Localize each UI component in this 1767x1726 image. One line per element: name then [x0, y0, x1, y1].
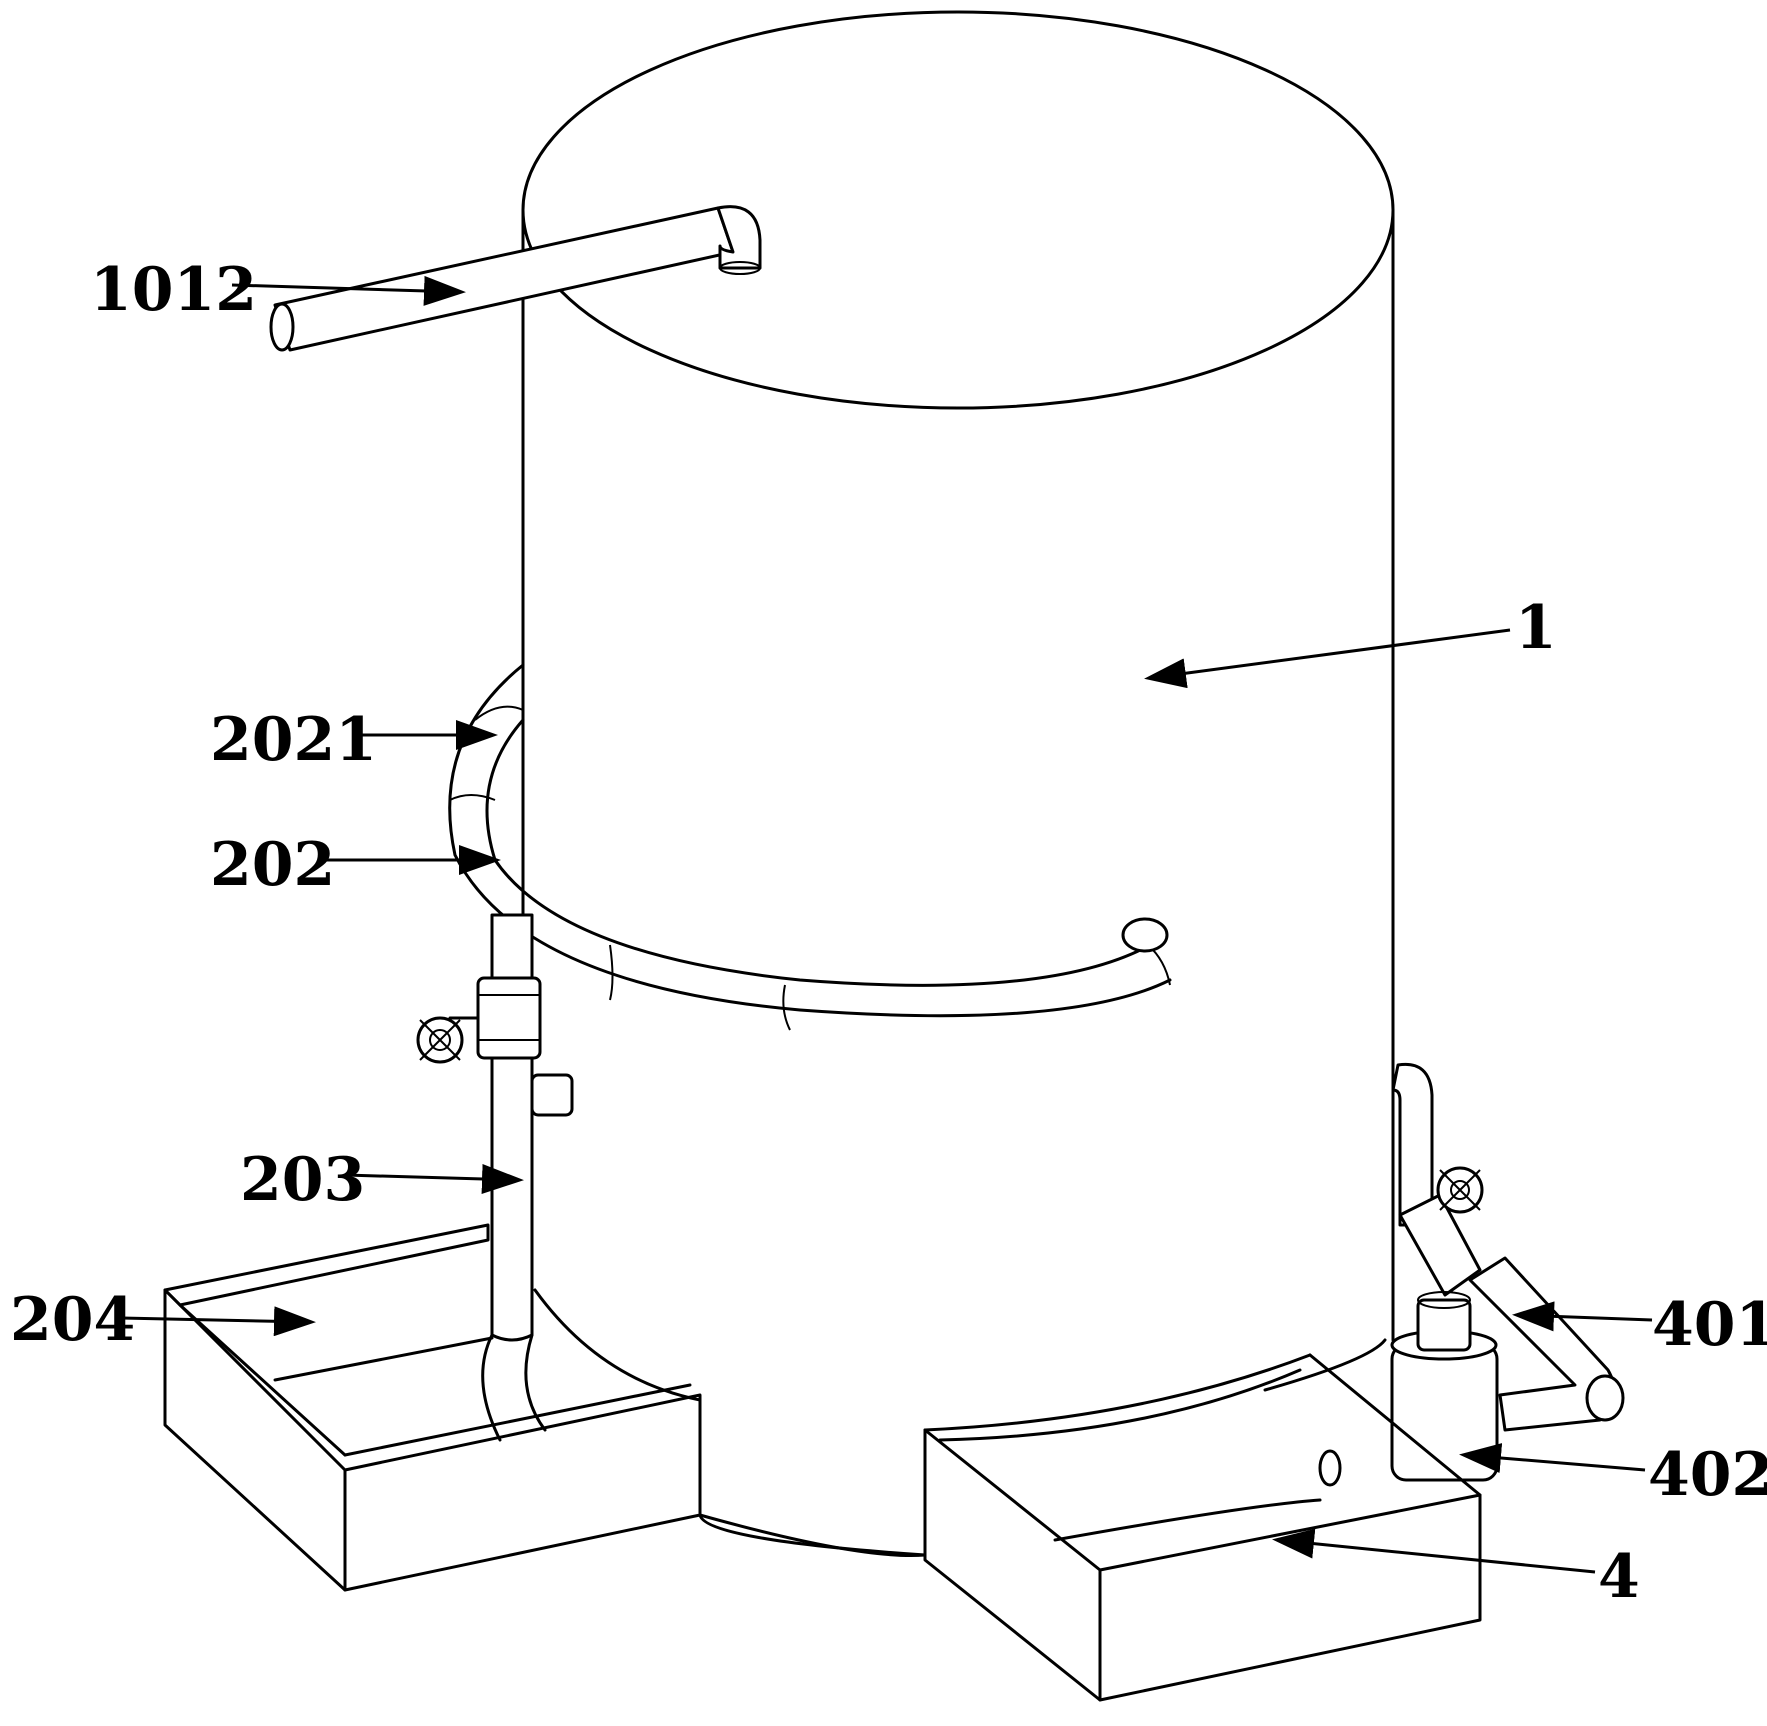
right-elbow [1391, 1062, 1434, 1227]
right-tray [923, 1353, 1482, 1702]
discharge-pipe [1468, 1256, 1625, 1432]
callout-leaders [119, 275, 1653, 1574]
inlet-pipe [269, 205, 762, 352]
left-valve [416, 976, 574, 1117]
label-204: 204 [10, 1285, 135, 1355]
ring-pipe [448, 663, 1172, 1031]
label-401: 401 [1652, 1290, 1767, 1360]
base-plate [533, 1288, 1387, 1557]
label-402: 402 [1648, 1440, 1767, 1510]
callout-labels: 1012 1 2021 202 203 204 401 402 4 [10, 255, 1767, 1612]
label-4: 4 [1598, 1542, 1640, 1612]
label-202: 202 [210, 830, 335, 900]
left-tray [163, 1223, 702, 1592]
label-2021: 2021 [210, 705, 377, 775]
label-203: 203 [240, 1145, 365, 1215]
label-1012: 1012 [90, 255, 257, 325]
right-valve [1398, 1166, 1484, 1297]
label-1: 1 [1515, 593, 1557, 663]
pump [1390, 1291, 1499, 1482]
